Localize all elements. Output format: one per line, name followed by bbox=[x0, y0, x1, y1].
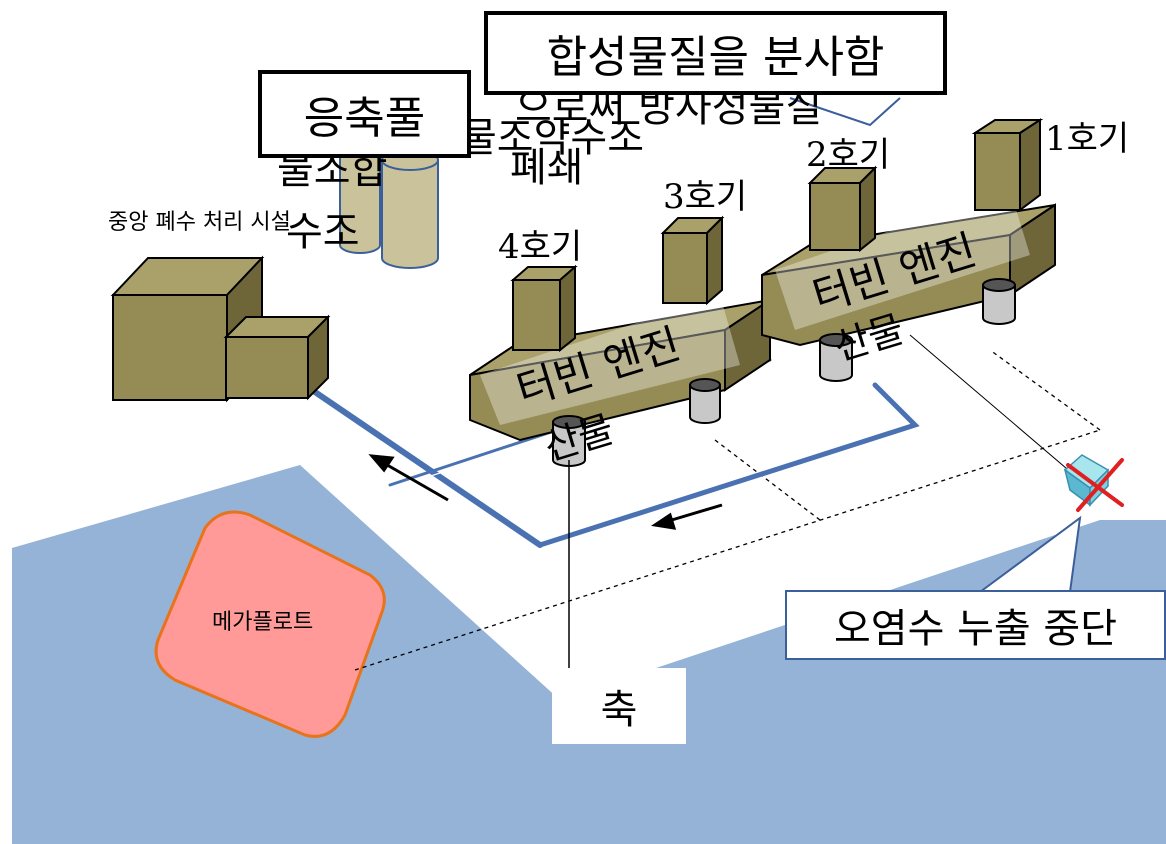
central-facility-label: 중앙 폐수 처리 시설 bbox=[108, 210, 291, 235]
megafloat-label: 메가플로트 bbox=[212, 610, 314, 635]
turbine-building-left bbox=[469, 295, 771, 442]
unit1-label: 1호기 bbox=[1045, 119, 1130, 159]
tank-label-3: 수조 bbox=[286, 209, 360, 255]
grey-tanks bbox=[552, 278, 1016, 467]
reactor-unit-4 bbox=[510, 264, 578, 353]
arrow-icon bbox=[368, 454, 723, 530]
tank-label-2: 물조약수조 bbox=[460, 115, 644, 161]
tank-label-4: 폐쇄 bbox=[510, 145, 584, 191]
cross-icon bbox=[1066, 458, 1124, 512]
pool-callout-box: 응축풀 bbox=[258, 70, 471, 158]
unit4-label: 4호기 bbox=[498, 227, 583, 267]
top-callout-box: 합성물질을 분사함 bbox=[484, 11, 947, 95]
dashed-guide-lines bbox=[354, 349, 1101, 671]
reactor-unit-2 bbox=[807, 165, 878, 253]
unit3-label: 3호기 bbox=[663, 177, 748, 217]
unit2-label: 2호기 bbox=[806, 135, 891, 175]
turbine-building-right bbox=[761, 190, 1056, 347]
top-callout-pointer bbox=[789, 97, 901, 127]
megafloat-shape bbox=[154, 510, 386, 738]
leader-line bbox=[909, 334, 1081, 481]
axis-label-box: 축 bbox=[552, 668, 686, 744]
reactor-unit-1 bbox=[971, 118, 1044, 212]
central-facility-building bbox=[110, 255, 331, 403]
reactor-unit-3 bbox=[660, 215, 725, 306]
leak-callout-box: 오염수 누출 중단 bbox=[785, 590, 1166, 660]
